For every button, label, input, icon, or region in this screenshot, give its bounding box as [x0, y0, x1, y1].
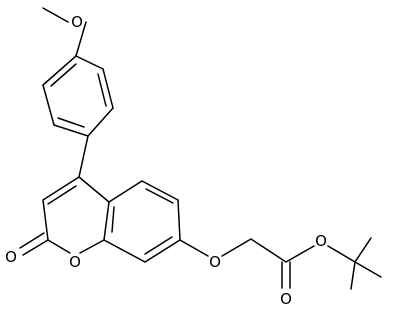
bond [179, 239, 209, 257]
atom-label-o-ether: O [209, 253, 221, 271]
bond [19, 232, 45, 249]
bond [42, 176, 80, 201]
atom-label-o-methoxy: O [71, 13, 83, 31]
bond [250, 238, 287, 263]
atom-label-o-ring: O [69, 253, 81, 271]
bond-lines [19, 7, 382, 290]
bond [75, 55, 104, 70]
bond [177, 199, 181, 241]
bond [144, 239, 181, 263]
bond [42, 84, 55, 126]
bond [22, 239, 49, 256]
atom-label-o-ester: O [315, 232, 327, 250]
bond [103, 239, 146, 263]
bond [354, 261, 382, 278]
bond [79, 239, 105, 254]
bond [42, 7, 69, 23]
bond [78, 176, 110, 203]
atom-label-o-carbonyl: O [5, 248, 17, 266]
bond [354, 237, 372, 263]
bond [350, 261, 356, 290]
bond [141, 180, 179, 201]
bond [111, 206, 115, 233]
bond [47, 185, 77, 205]
bond [103, 201, 110, 241]
bond [145, 188, 174, 204]
bond [47, 239, 71, 254]
bond [42, 199, 49, 241]
atom-labels: O O O O O O [5, 13, 327, 308]
bond [53, 124, 89, 137]
bond [78, 135, 89, 178]
bond [50, 63, 77, 87]
bond [144, 236, 173, 255]
bond [108, 180, 143, 203]
bond [75, 21, 87, 57]
bond [327, 245, 356, 263]
bond [87, 107, 114, 137]
bond [97, 73, 107, 107]
bond [285, 245, 315, 263]
atom-label-o-ester-carbonyl: O [280, 290, 292, 308]
bond [57, 117, 85, 128]
bond [42, 55, 77, 86]
bond [102, 68, 114, 109]
bond [221, 238, 252, 257]
